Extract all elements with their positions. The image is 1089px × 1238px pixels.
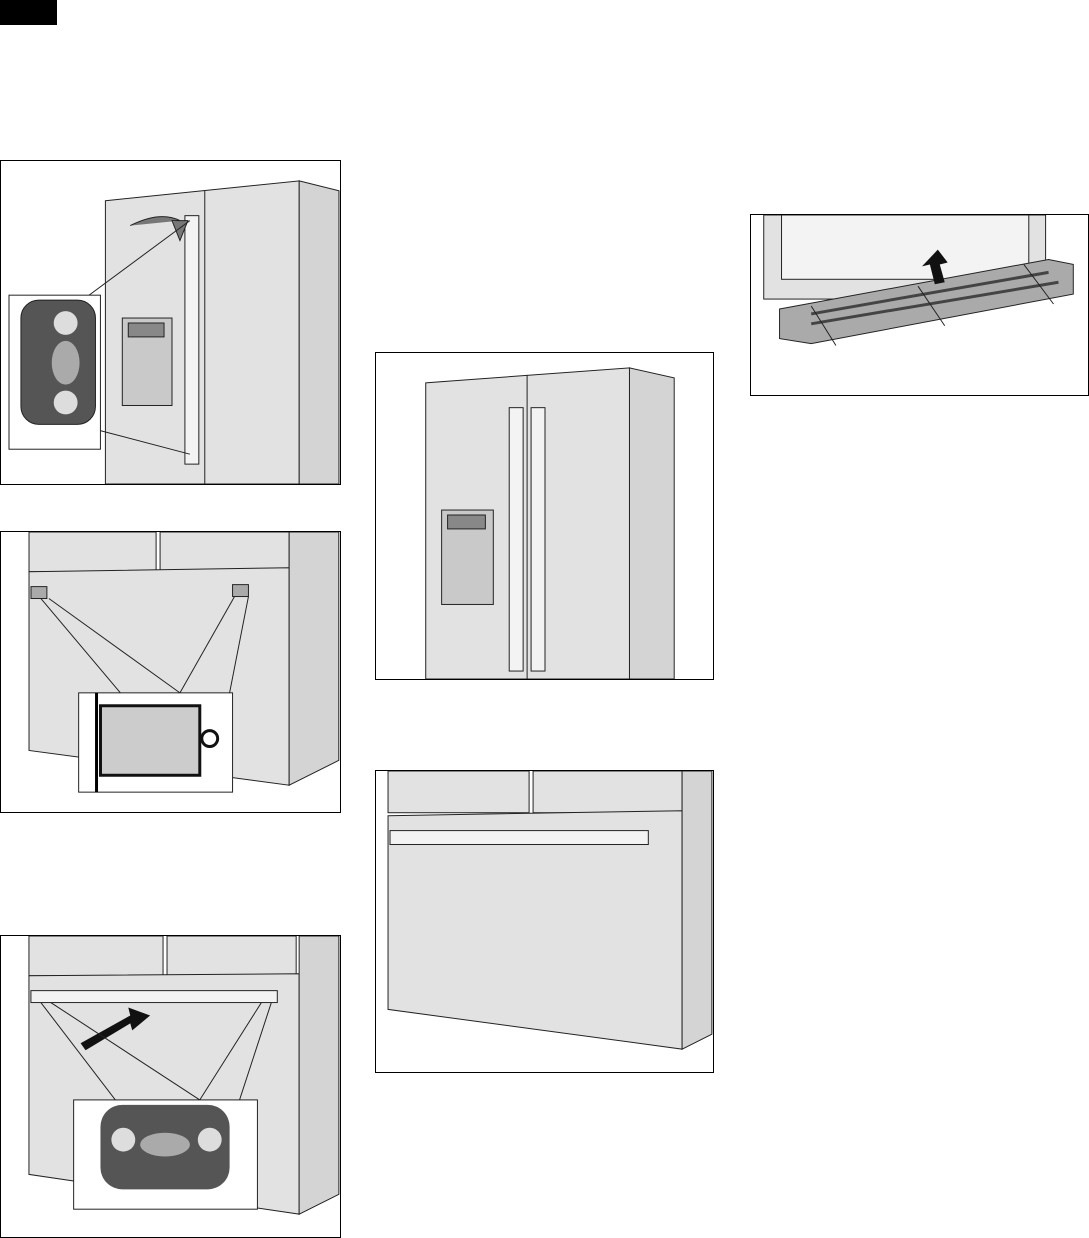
drawer-handle-attach-illustration bbox=[28, 936, 340, 1215]
figure-toe-kick-grille bbox=[750, 214, 1089, 396]
french-door-fridge-illustration bbox=[387, 771, 713, 1050]
figure-side-by-side-handles bbox=[375, 352, 714, 680]
fridge-door-handle-illustration bbox=[8, 180, 340, 484]
figure-handle-mount-door bbox=[0, 160, 341, 485]
drawer-bracket-illustration bbox=[28, 532, 340, 793]
side-by-side-fridge-illustration bbox=[425, 367, 675, 679]
figure-drawer-handle-attach bbox=[0, 935, 341, 1238]
section-tab-marker bbox=[0, 0, 57, 25]
figure-french-door-drawer-handle bbox=[375, 770, 714, 1073]
figure-drawer-brackets bbox=[0, 531, 341, 813]
toe-kick-grille-illustration bbox=[763, 215, 1074, 346]
